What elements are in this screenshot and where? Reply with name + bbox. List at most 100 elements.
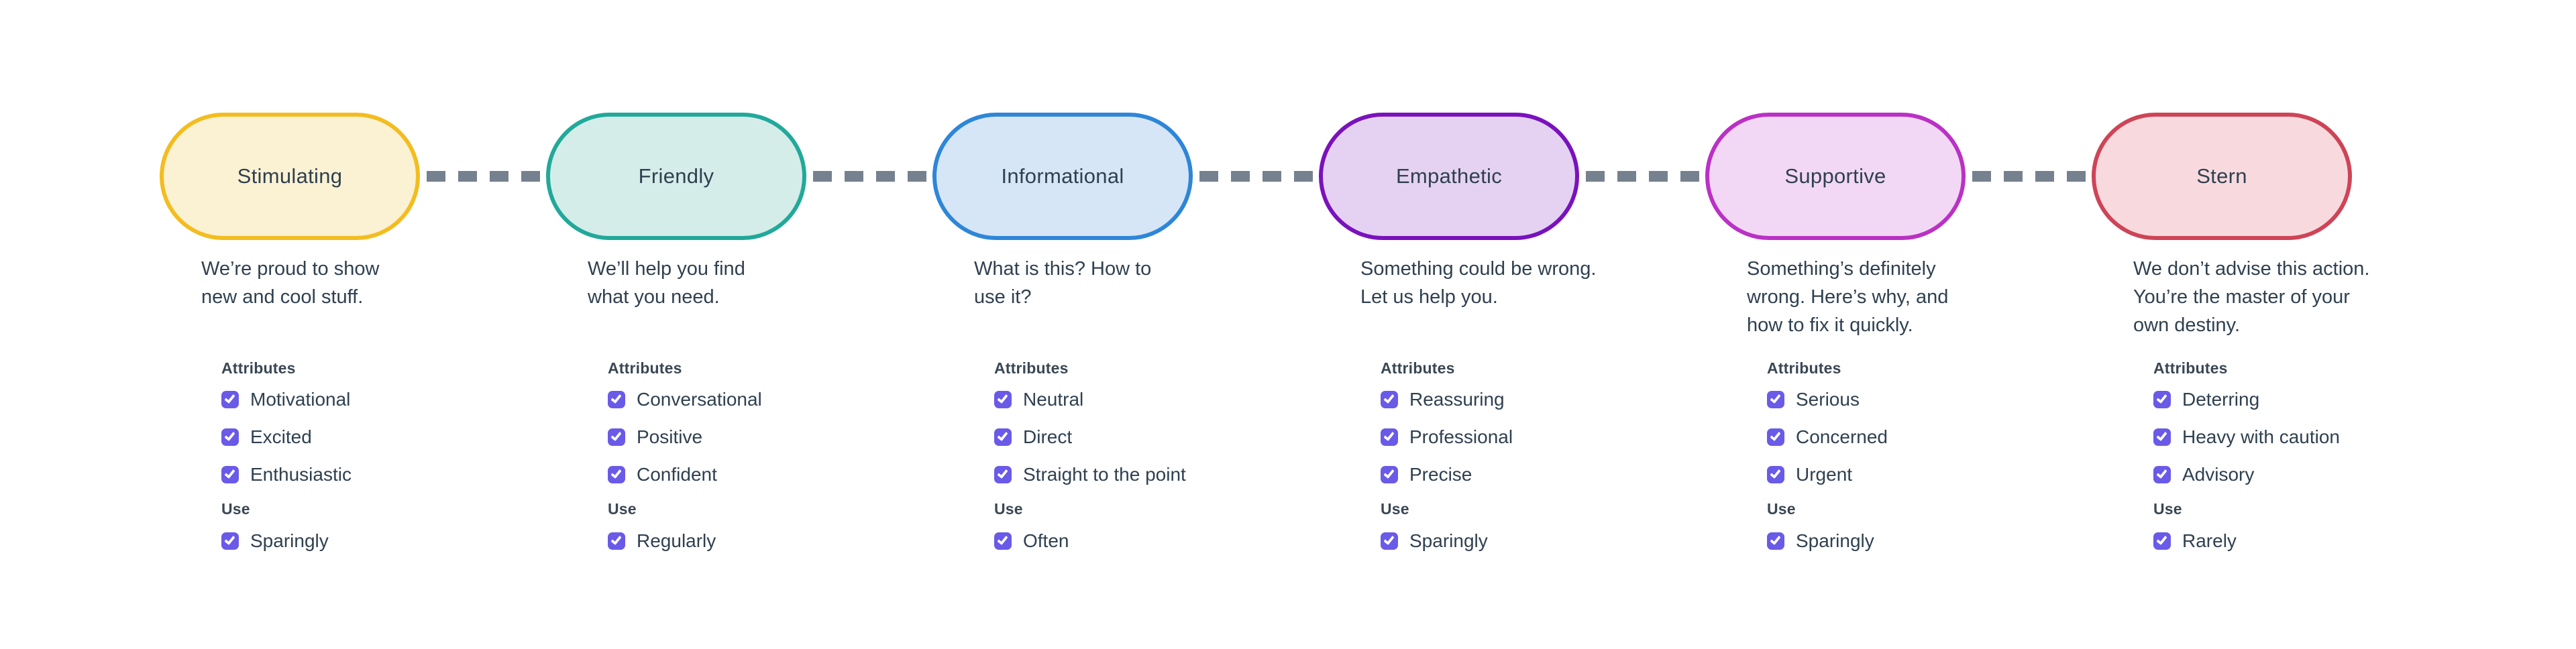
checkmark-icon (610, 429, 622, 442)
checkmark-icon (1383, 533, 1395, 546)
checkmark-icon (224, 429, 235, 442)
attribute-checkbox[interactable] (1767, 428, 1784, 446)
checkmark-icon (610, 392, 622, 404)
tone-description-line: own destiny. (2133, 314, 2241, 336)
use-label: Use (1767, 500, 1796, 518)
use-section: Use Rarely (2153, 499, 2237, 552)
attribute-checkbox[interactable] (1381, 428, 1398, 446)
use-frequency-label: Sparingly (1409, 530, 1488, 551)
use-frequency-label: Sparingly (1796, 530, 1874, 551)
tone-pill: Supportive (1705, 113, 1966, 240)
attribute-checkbox[interactable] (1381, 391, 1398, 408)
attribute-checkbox[interactable] (608, 466, 625, 483)
attribute-item: Enthusiastic (221, 464, 352, 485)
attributes-label: Attributes (994, 359, 1069, 377)
attribute-item: Excited (221, 426, 352, 448)
attribute-item: Precise (1381, 464, 1513, 485)
tone-description: We’ll help you find what you need. (588, 255, 856, 311)
attribute-label: Positive (637, 426, 703, 447)
checkmark-icon (1383, 429, 1395, 442)
tone-column-informational: Informational What is this? How to use i… (932, 113, 1248, 569)
use-section: Use Often (994, 499, 1069, 552)
attributes-section: Attributes Deterring Heavy with caution … (2153, 358, 2340, 485)
attribute-checkbox[interactable] (608, 391, 625, 408)
tone-description-line: Something’s definitely (1747, 258, 1936, 280)
tone-column-stimulating: Stimulating We’re proud to show new and … (160, 113, 475, 569)
tone-description-line: We don’t advise this action. (2133, 258, 2370, 280)
tone-description-line: how to fix it quickly. (1747, 314, 1913, 336)
checkmark-icon (2156, 429, 2167, 442)
use-frequency-label: Rarely (2182, 530, 2237, 551)
checkmark-icon (997, 533, 1008, 546)
tone-description: We don’t advise this action. You’re the … (2133, 255, 2402, 339)
use-label: Use (994, 500, 1023, 518)
attribute-checkbox[interactable] (1767, 391, 1784, 408)
attribute-checkbox[interactable] (994, 428, 1012, 446)
attribute-checkbox[interactable] (2153, 391, 2171, 408)
attribute-checkbox[interactable] (1381, 466, 1398, 483)
checkmark-icon (224, 467, 235, 479)
attribute-item: Reassuring (1381, 389, 1513, 410)
attributes-section: Attributes Reassuring Professional Preci… (1381, 358, 1513, 485)
dashed-connector (1966, 171, 2092, 182)
attribute-checkbox[interactable] (221, 391, 239, 408)
attribute-label: Confident (637, 464, 717, 485)
use-section: Use Sparingly (221, 499, 329, 552)
attribute-item: Urgent (1767, 464, 1888, 485)
tone-column-supportive: Supportive Something’s definitely wrong.… (1705, 113, 2021, 569)
attribute-checkbox[interactable] (221, 428, 239, 446)
use-label: Use (2153, 500, 2182, 518)
attribute-label: Urgent (1796, 464, 1853, 485)
tone-description: Something could be wrong. Let us help yo… (1360, 255, 1629, 311)
attribute-checkbox[interactable] (2153, 428, 2171, 446)
tone-description-line: Something could be wrong. (1360, 258, 1597, 280)
checkmark-icon (224, 392, 235, 404)
attribute-label: Excited (250, 426, 312, 447)
checkmark-icon (1383, 392, 1395, 404)
use-checkbox[interactable] (994, 532, 1012, 550)
tone-pill-label: Supportive (1784, 164, 1886, 188)
dashed-connector (1193, 171, 1319, 182)
tone-description-line: wrong. Here’s why, and (1747, 286, 1949, 308)
attribute-item: Direct (994, 426, 1186, 448)
use-item: Sparingly (221, 530, 329, 552)
checkmark-icon (2156, 533, 2167, 546)
checkmark-icon (610, 467, 622, 479)
checkmark-icon (1770, 533, 1781, 546)
tone-pill: Friendly (546, 113, 806, 240)
use-item: Rarely (2153, 530, 2237, 552)
use-checkbox[interactable] (1767, 532, 1784, 550)
use-checkbox[interactable] (221, 532, 239, 550)
use-checkbox[interactable] (2153, 532, 2171, 550)
attribute-label: Serious (1796, 389, 1860, 410)
attribute-checkbox[interactable] (1767, 466, 1784, 483)
attribute-checkbox[interactable] (994, 391, 1012, 408)
attributes-label: Attributes (608, 359, 682, 377)
attribute-item: Professional (1381, 426, 1513, 448)
attribute-label: Direct (1023, 426, 1073, 447)
attributes-label: Attributes (1381, 359, 1455, 377)
tone-description-line: Let us help you. (1360, 286, 1498, 308)
use-label: Use (608, 500, 637, 518)
attribute-checkbox[interactable] (994, 466, 1012, 483)
use-checkbox[interactable] (608, 532, 625, 550)
use-checkbox[interactable] (1381, 532, 1398, 550)
attribute-item: Neutral (994, 389, 1186, 410)
checkmark-icon (1770, 429, 1781, 442)
attribute-checkbox[interactable] (608, 428, 625, 446)
attribute-label: Reassuring (1409, 389, 1505, 410)
attributes-section: Attributes Motivational Excited Enthusia… (221, 358, 352, 485)
checkmark-icon (224, 533, 235, 546)
attribute-label: Conversational (637, 389, 762, 410)
use-label: Use (1381, 500, 1409, 518)
tone-pill: Empathetic (1319, 113, 1579, 240)
tone-pill: Stimulating (160, 113, 420, 240)
tone-pill: Informational (932, 113, 1193, 240)
attribute-item: Straight to the point (994, 464, 1186, 485)
use-item: Often (994, 530, 1069, 552)
checkmark-icon (1770, 392, 1781, 404)
attribute-checkbox[interactable] (2153, 466, 2171, 483)
attribute-checkbox[interactable] (221, 466, 239, 483)
tone-description-line: what you need. (588, 286, 720, 308)
checkmark-icon (1383, 467, 1395, 479)
